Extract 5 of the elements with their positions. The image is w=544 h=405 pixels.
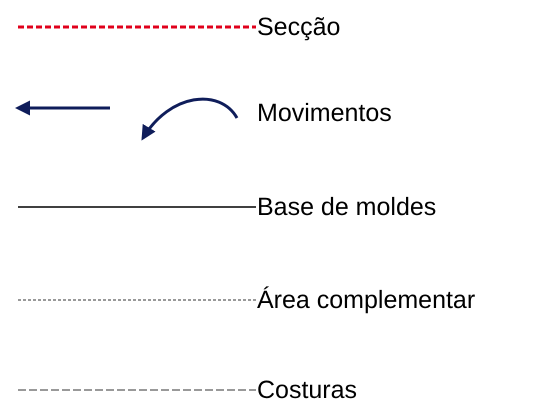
legend-label: Base de moldes	[257, 192, 436, 222]
legend-label: Área complementar	[257, 285, 476, 315]
legend-label: Movimentos	[257, 98, 392, 128]
legend-label: Costuras	[257, 375, 358, 405]
legend-label: Secção	[257, 12, 340, 42]
